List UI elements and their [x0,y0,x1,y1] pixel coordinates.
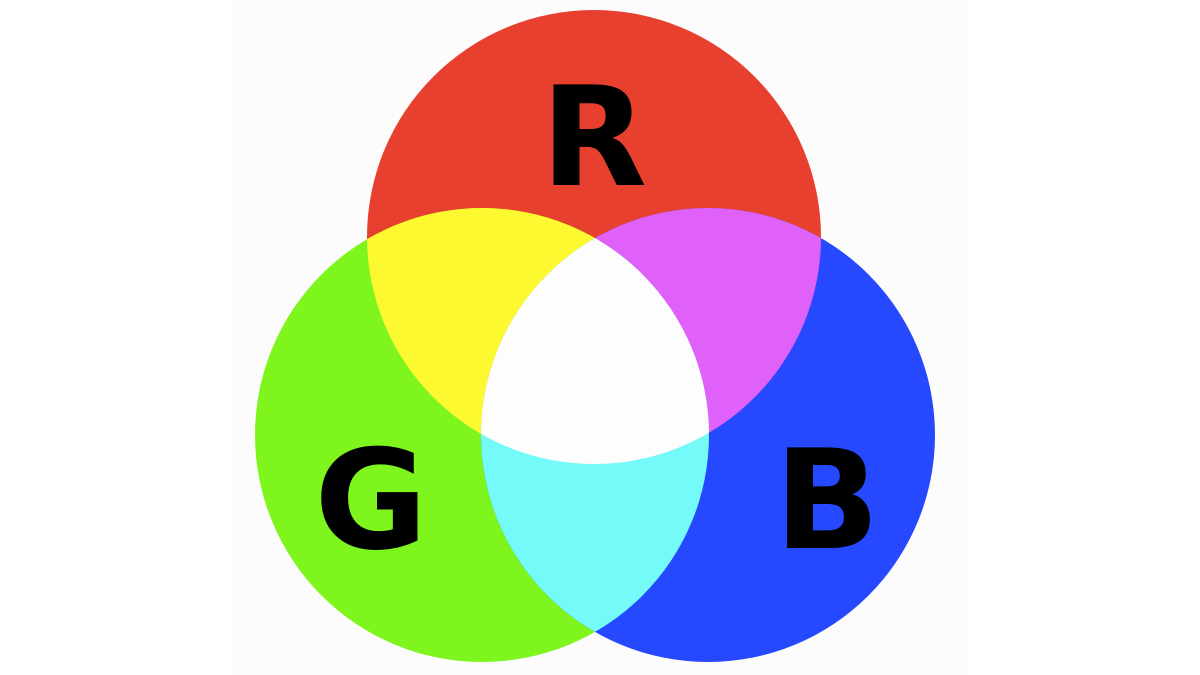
label-b: B [774,420,879,581]
label-g: G [314,420,427,581]
label-r: R [541,57,647,218]
